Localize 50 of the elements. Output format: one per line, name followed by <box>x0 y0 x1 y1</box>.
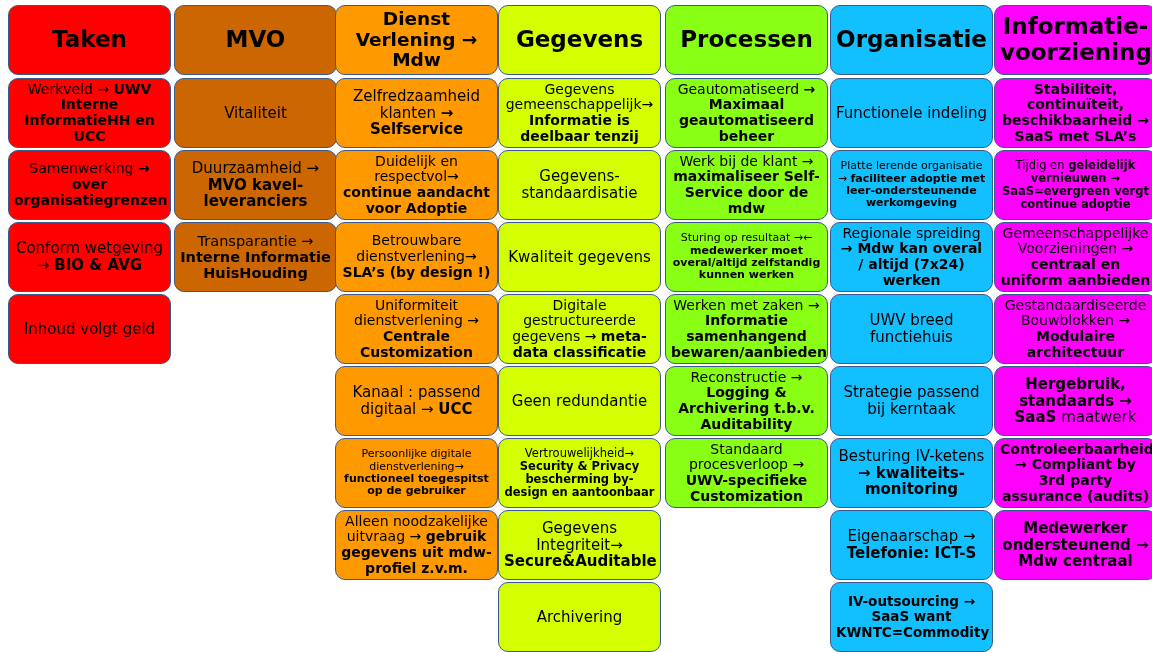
card: Eigenaarschap → Telefonie: ICT-S <box>830 510 993 580</box>
card: Medewerker ondersteunend → Mdw centraal <box>994 510 1152 580</box>
column-header: Gegevens <box>498 5 661 75</box>
column-header: Informatie-voorziening <box>994 5 1152 75</box>
card: Regionale spreiding → Mdw kan overal / altijd (7x24) werken <box>830 222 993 292</box>
card: Vertrouwelijkheid→ Security & Privacy bescherming by-design en aantoonbaar <box>498 438 661 508</box>
card: Controleerbaarheid → Compliant by 3rd party assurance (audits) <box>994 438 1152 508</box>
card: Werkveld → UWV Interne InformatieHH en UCC <box>8 78 171 148</box>
card: Zelfredzaamheid klanten → Selfservice <box>335 78 498 148</box>
card: Persoonlijke digitale dienstverlening→ functioneel toegespitst op de gebruiker <box>335 438 498 508</box>
card: Digitale gestructureerde gegevens → meta-data classificatie <box>498 294 661 364</box>
card: Stabiliteit, continuïteit, beschikbaarheid → SaaS met SLA’s <box>994 78 1152 148</box>
card: Betrouwbare dienstverlening→ SLA’s (by design !) <box>335 222 498 292</box>
card: Samenwerking → over organisatiegrenzen <box>8 150 171 220</box>
card: Duidelijk en respectvol→ continue aandacht voor Adoptie <box>335 150 498 220</box>
card: Alleen noodzakelijke uitvraag → gebruik gegevens uit mdw-profiel z.v.m. <box>335 510 498 580</box>
card: Kwaliteit gegevens <box>498 222 661 292</box>
card: Platte lerende organisatie → faciliteer adoptie met leer-ondersteunende werkomgeving <box>830 150 993 220</box>
card: Archivering <box>498 582 661 652</box>
column-header: Dienst Verlening → Mdw <box>335 5 498 75</box>
card: Standaard procesverloop → UWV-specifieke Customization <box>665 438 828 508</box>
card: Strategie passend bij kerntaak <box>830 366 993 436</box>
card: Geen redundantie <box>498 366 661 436</box>
card: IV-outsourcing → SaaS want KWNTC=Commodity <box>830 582 993 652</box>
card: Sturing op resultaat →← medewerker moet overal/altijd zelfstandig kunnen werken <box>665 222 828 292</box>
column-header: Processen <box>665 5 828 75</box>
card: Gestandaardiseerde Bouwblokken → Modulaire architectuur <box>994 294 1152 364</box>
card: Besturing IV-ketens → kwaliteits-monitoring <box>830 438 993 508</box>
card: Reconstructie → Logging & Archivering t.b.v. Auditability <box>665 366 828 436</box>
column-header: MVO <box>174 5 337 75</box>
card: Werken met zaken → Informatie samenhangend bewaren/aanbieden <box>665 294 828 364</box>
card: Functionele indeling <box>830 78 993 148</box>
card: Gegevens gemeenschappelijk→ Informatie is deelbaar tenzij <box>498 78 661 148</box>
card: Conform wetgeving → BIO & AVG <box>8 222 171 292</box>
card: Vitaliteit <box>174 78 337 148</box>
card: Geautomatiseerd → Maximaal geautomatiseerd beheer <box>665 78 828 148</box>
card: Kanaal : passend digitaal → UCC <box>335 366 498 436</box>
card: UWV breed functiehuis <box>830 294 993 364</box>
card: Hergebruik, standaards → SaaS maatwerk <box>994 366 1152 436</box>
card: Inhoud volgt geld <box>8 294 171 364</box>
card: Gemeenschappelijke Voorzieningen → centraal en uniform aanbieden <box>994 222 1152 292</box>
card: Transparantie → Interne Informatie HuisHouding <box>174 222 337 292</box>
card: Werk bij de klant → maximaliseer Self-Service door de mdw <box>665 150 828 220</box>
card: Gegevens-standaardisatie <box>498 150 661 220</box>
card: Tijdig en geleidelijk vernieuwen → SaaS=evergreen vergt continue adoptie <box>994 150 1152 220</box>
column-header: Taken <box>8 5 171 75</box>
card: Gegevens Integriteit→ Secure&Auditable <box>498 510 661 580</box>
card: Duurzaamheid → MVO kavel-leveranciers <box>174 150 337 220</box>
column-header: Organisatie <box>830 5 993 75</box>
card: Uniformiteit dienstverlening → Centrale Customization <box>335 294 498 364</box>
